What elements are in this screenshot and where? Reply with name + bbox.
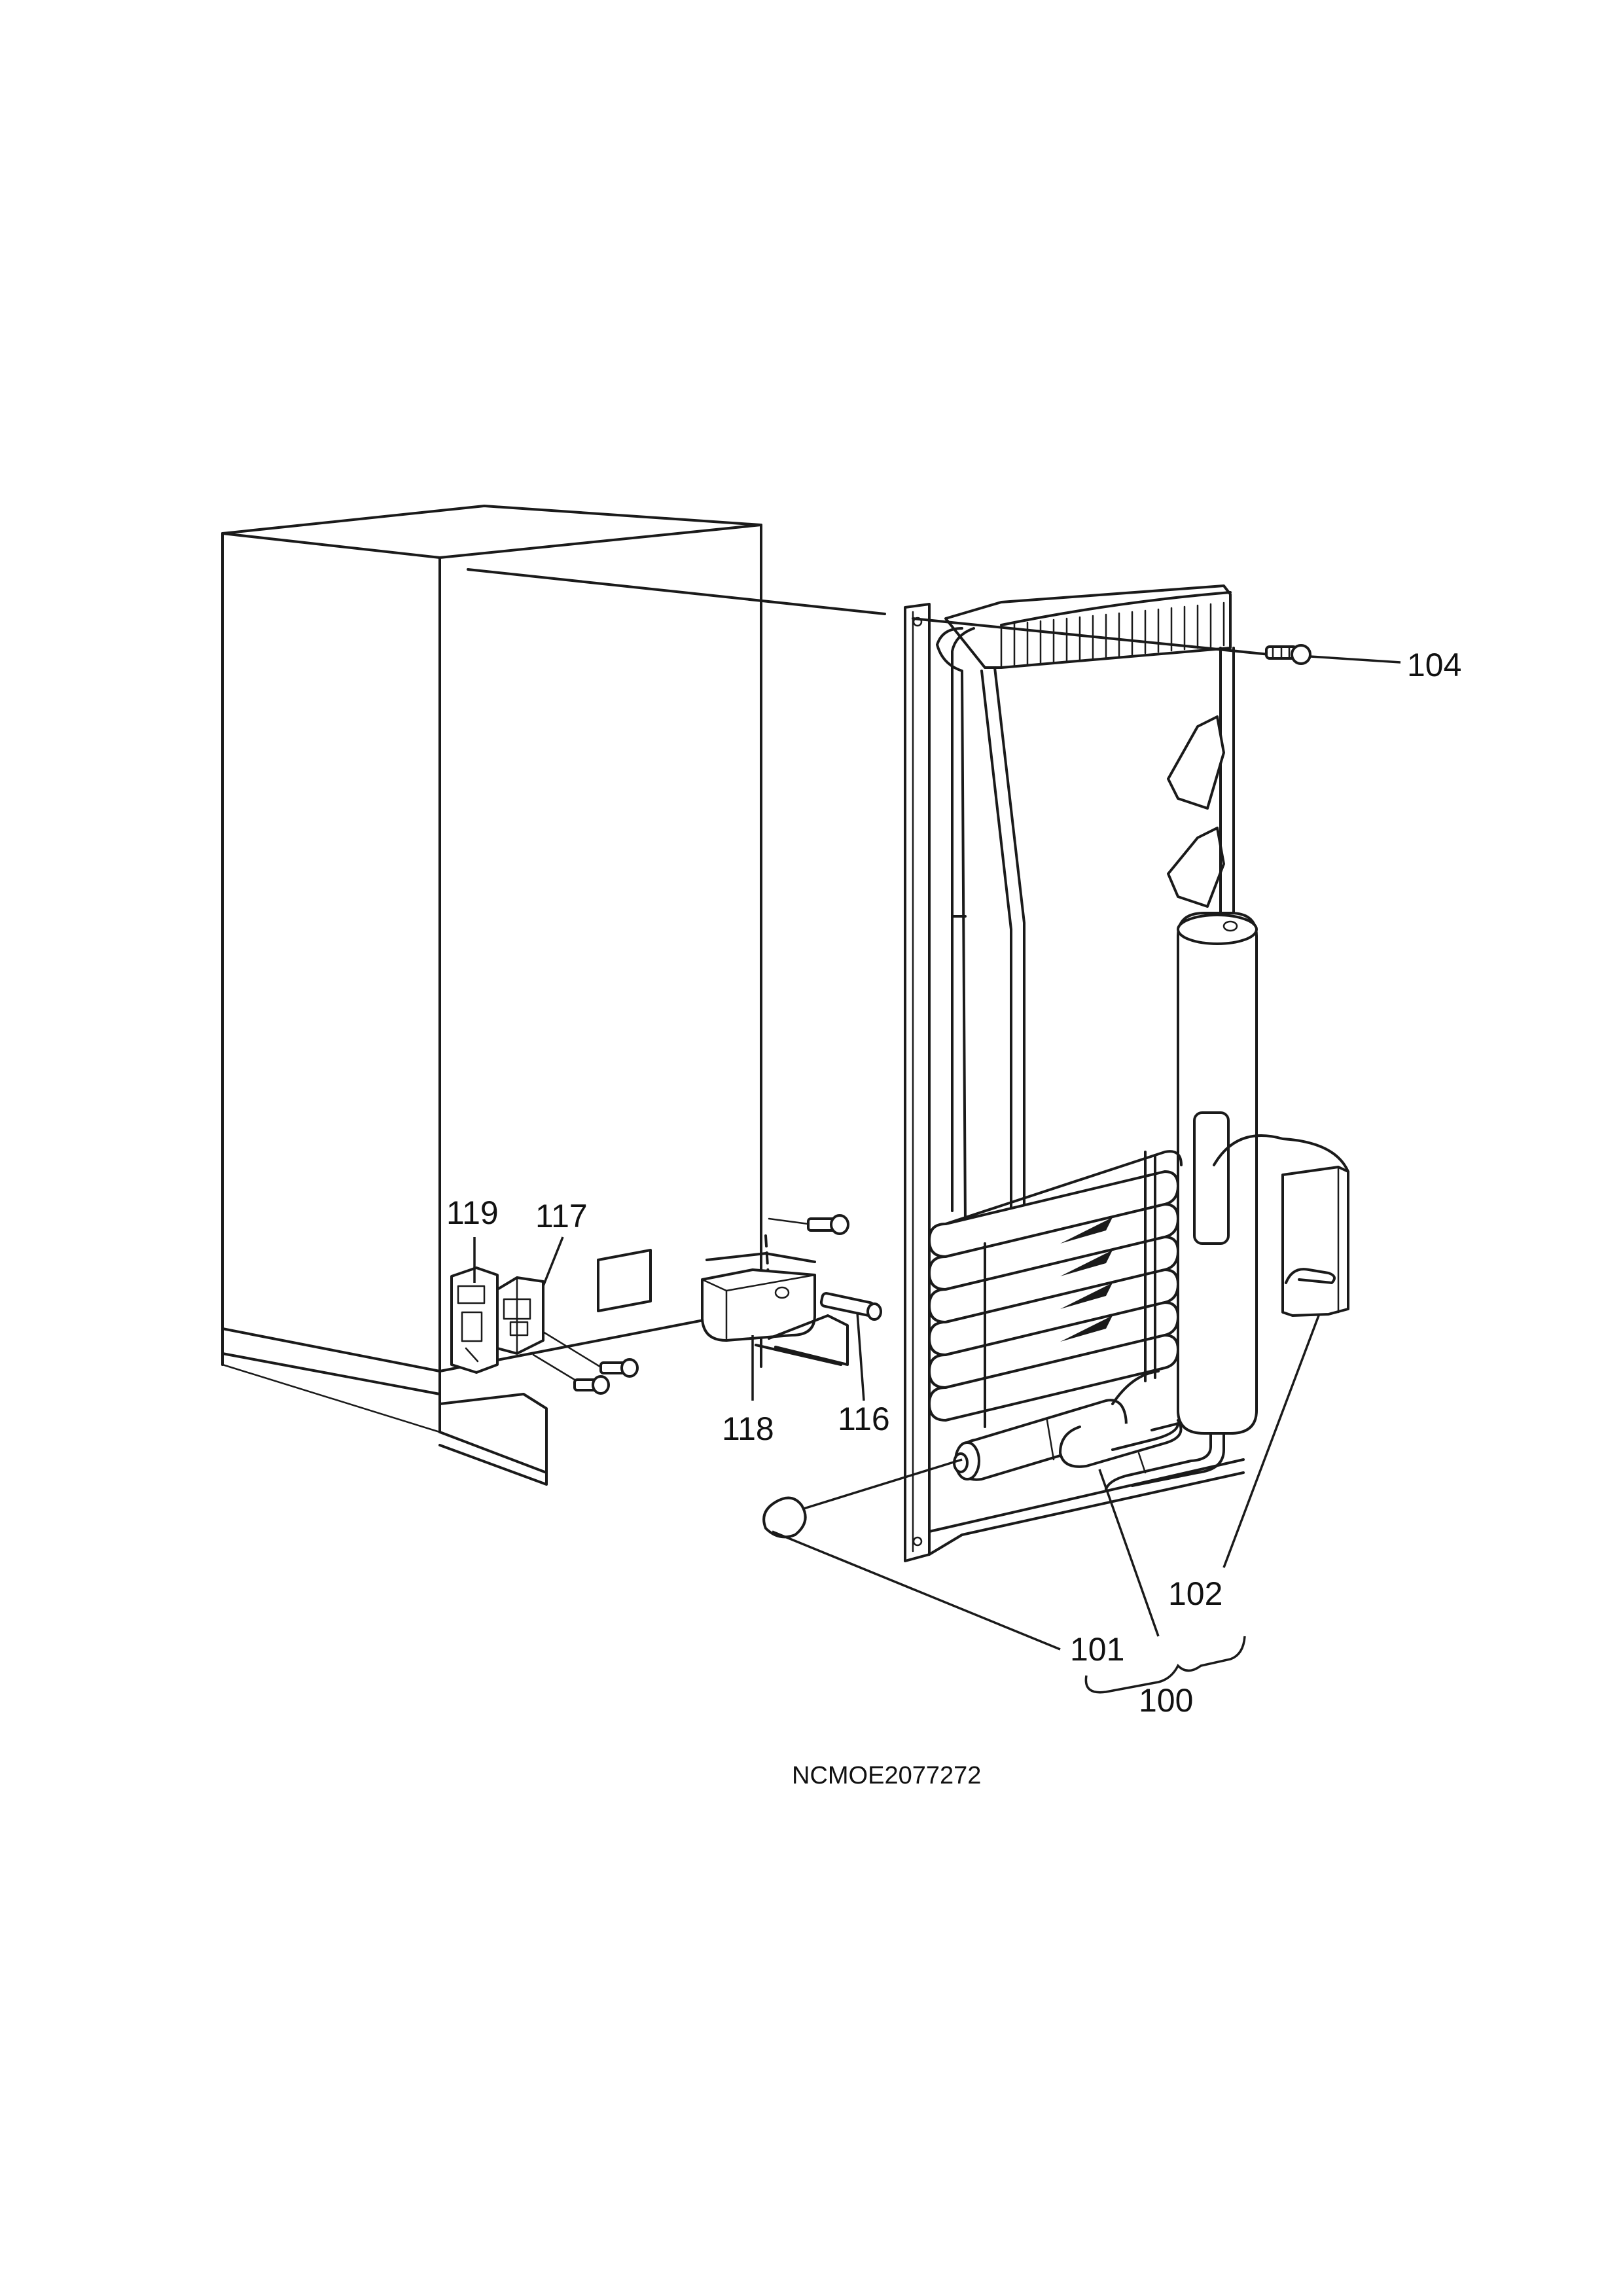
refrigerator-cabinet xyxy=(221,505,762,1486)
callout-118: 118 xyxy=(722,1410,774,1447)
callout-100: 100 xyxy=(1139,1682,1193,1719)
callout-116: 116 xyxy=(838,1401,890,1437)
thermostat-switch-assembly xyxy=(450,1266,544,1374)
callout-102: 102 xyxy=(1168,1575,1222,1612)
screw-pair xyxy=(532,1331,639,1395)
callout-101: 101 xyxy=(1070,1631,1124,1668)
shield-sleeve xyxy=(1281,1166,1349,1317)
callout-104: 104 xyxy=(1407,647,1461,683)
plug-cap xyxy=(762,1458,963,1539)
screw-104 xyxy=(912,617,1401,665)
condenser-coil xyxy=(928,1150,1183,1428)
assembly-brace xyxy=(1084,1636,1246,1694)
drawing-code: NCMOE2077272 xyxy=(792,1762,981,1789)
callout-119: 119 xyxy=(446,1194,499,1231)
cooling-unit xyxy=(904,584,1349,1562)
assembly-leader-line xyxy=(467,568,886,615)
callout-leaders xyxy=(473,1236,1320,1651)
callout-117: 117 xyxy=(535,1198,588,1234)
burner-housing xyxy=(701,1214,882,1366)
